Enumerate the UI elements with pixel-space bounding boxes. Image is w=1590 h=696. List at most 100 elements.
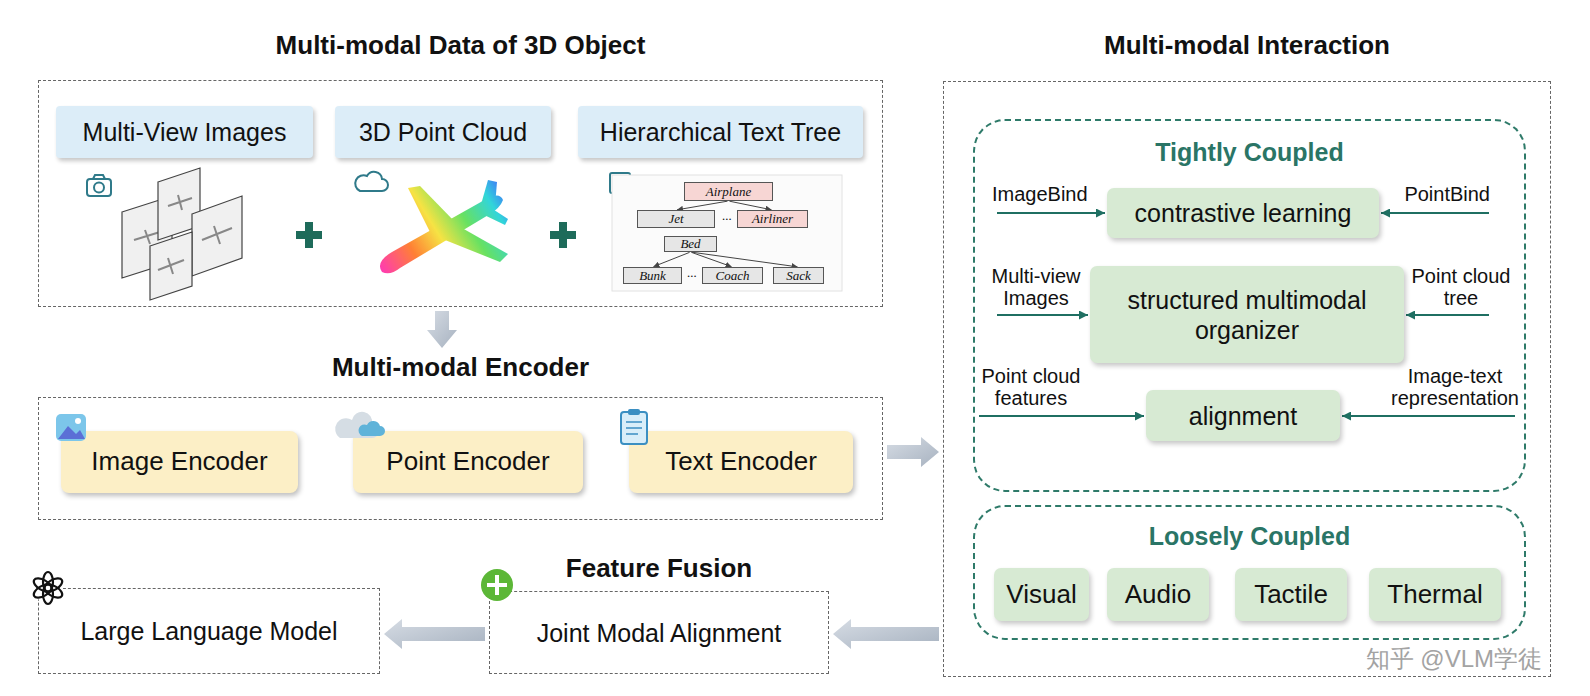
plane-wing — [445, 228, 508, 262]
box-label: Audio — [1125, 579, 1192, 610]
dashed-panel: Joint Modal Alignment — [489, 591, 829, 674]
box-label: Text Encoder — [665, 446, 817, 477]
tree-node: Jet — [637, 210, 715, 228]
plus-bar — [495, 575, 499, 595]
encoder-box: Image Encoder — [61, 431, 298, 493]
watermark: 知乎 @VLM学徒 — [1266, 645, 1542, 673]
plus-circle — [481, 569, 513, 601]
fusion-plus-icon — [481, 569, 513, 601]
box-label: Tactile — [1254, 579, 1328, 610]
tree-node: Sack — [773, 267, 824, 284]
section-heading: Multi-modal Data of 3D Object — [38, 30, 883, 60]
tree-label: Coach — [716, 269, 750, 283]
encoder-box: Point Encoder — [353, 431, 583, 493]
tree-background — [612, 175, 842, 291]
modality-box: Multi-View Images — [56, 106, 313, 158]
tree-link — [691, 252, 797, 267]
modality-chip: Tactile — [1235, 568, 1347, 621]
tree-label: Sack — [786, 269, 811, 283]
box-label: Hierarchical Text Tree — [600, 117, 841, 147]
logo-petal — [42, 582, 64, 601]
method-box: alignment — [1146, 390, 1340, 441]
plane-glyph — [168, 195, 192, 210]
input-arrow — [1406, 314, 1489, 316]
logo-petal — [43, 572, 53, 592]
modality-box: Hierarchical Text Tree — [578, 106, 863, 158]
tree-label: Bed — [680, 237, 700, 251]
fusion-section: Feature FusionJoint Modal Alignment — [489, 553, 829, 674]
section-heading: Multi-modal Encoder — [38, 352, 883, 382]
tree-label: Airliner — [752, 212, 793, 226]
flow-arrow — [384, 619, 485, 649]
tree-label: Airplane — [706, 185, 752, 199]
box-label: Visual — [1006, 579, 1076, 610]
tree-node: Airplane — [684, 182, 773, 201]
method-box: structured multimodal organizer — [1090, 266, 1404, 363]
logo-petal — [43, 584, 53, 604]
flow-arrow — [833, 619, 939, 649]
method-box: contrastive learning — [1107, 188, 1379, 238]
tree-link — [729, 201, 771, 210]
clipboard-clip — [628, 409, 640, 415]
input-label: Image-text representation — [1385, 365, 1525, 409]
box-label: alignment — [1189, 401, 1297, 431]
camera-body — [87, 179, 111, 196]
tree-node: Bed — [664, 236, 717, 252]
group-heading: Loosely Coupled — [975, 507, 1524, 551]
modality-chip: Audio — [1107, 568, 1209, 621]
logo-petal — [42, 576, 64, 595]
camera-icon — [87, 175, 111, 196]
view-sheet — [192, 196, 242, 276]
multi-view-sheets — [122, 168, 242, 300]
view-sheet — [150, 232, 192, 300]
input-arrow — [997, 212, 1105, 214]
flow-arrow — [887, 437, 939, 467]
plane-glyph — [158, 258, 184, 274]
tree-link — [653, 252, 689, 266]
encoder-section: Multi-modal EncoderImage Encoder Point En… — [38, 352, 883, 520]
tree-node: Coach — [702, 267, 763, 284]
input-arrow — [997, 314, 1088, 316]
tree-label: Jet — [668, 212, 683, 226]
input-arrow — [1342, 415, 1515, 417]
plane-fuselage — [380, 195, 503, 273]
plus-bar — [305, 222, 313, 248]
box-label: Point Encoder — [386, 446, 549, 477]
image-icon-sun — [75, 418, 81, 424]
plane-glyph — [134, 230, 160, 244]
llm-box: Large Language Model — [38, 588, 380, 674]
panel-label: Joint Modal Alignment — [537, 618, 782, 648]
logo-petal — [32, 582, 54, 601]
input-label: ImageBind — [992, 183, 1107, 205]
interaction-section: Multi-modal InteractionTightly Coupled co… — [943, 30, 1551, 677]
modality-chip: Thermal — [1369, 568, 1501, 621]
box-label: contrastive learning — [1135, 198, 1352, 228]
modality-box: 3D Point Cloud — [335, 106, 551, 158]
box-label: Large Language Model — [80, 616, 337, 646]
cloud-icon — [355, 172, 388, 191]
input-label: Point cloud tree — [1396, 265, 1526, 309]
plus-sign — [550, 222, 576, 248]
plus-bar — [487, 583, 507, 587]
section-heading: Multi-modal Interaction — [943, 30, 1551, 60]
coupling-group: Loosely CoupledVisual Audio Tactile Thermal — [973, 505, 1526, 640]
section-heading: Feature Fusion — [489, 553, 829, 583]
tree-node: Bunk — [623, 267, 682, 284]
plus-sign — [296, 222, 322, 248]
data-section: Multi-modal Data of 3D ObjectMulti-View … — [38, 30, 883, 307]
input-label: Multi-view Images — [971, 265, 1101, 309]
box-label: Thermal — [1387, 579, 1482, 610]
input-label: Point cloud features — [966, 365, 1096, 409]
plus-bar — [559, 222, 567, 248]
input-arrow — [1381, 212, 1489, 214]
tree-link — [677, 201, 728, 210]
flow-arrow — [427, 311, 457, 348]
modality-chip: Visual — [994, 568, 1089, 621]
box-label: 3D Point Cloud — [359, 117, 527, 147]
point-cloud-airplane — [380, 180, 508, 273]
camera-lens — [94, 183, 104, 193]
box-label: structured multimodal organizer — [1102, 285, 1392, 345]
ellipsis: ... — [683, 266, 701, 280]
group-heading: Tightly Coupled — [975, 121, 1524, 167]
input-arrow — [979, 415, 1144, 417]
